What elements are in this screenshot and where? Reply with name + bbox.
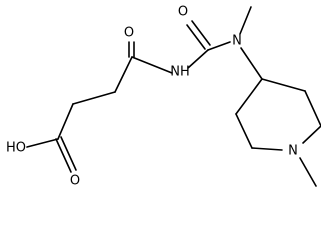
bond-ring-3 bbox=[302, 125, 321, 144]
bond-ring-5 bbox=[235, 113, 253, 149]
atom-n-amide: N bbox=[232, 34, 242, 49]
bond-c3-o3-a bbox=[55, 138, 72, 173]
bond-c3-o3-b bbox=[60, 136, 77, 171]
bond-ring-4 bbox=[251, 147, 283, 151]
bond-cb-c3 bbox=[57, 103, 74, 140]
bond-ca-cb bbox=[72, 91, 116, 105]
bond-c2-o2-b bbox=[191, 20, 211, 46]
atom-o-acid: O bbox=[70, 174, 80, 189]
bond-n-methyl bbox=[239, 6, 252, 35]
bond-layer bbox=[26, 6, 321, 187]
bond-c2-n bbox=[207, 41, 231, 51]
bond-nh-c2 bbox=[187, 49, 209, 69]
bond-c1-ca bbox=[114, 56, 133, 93]
bond-ring-n-methyl bbox=[299, 157, 317, 187]
atom-nh: NH bbox=[170, 65, 190, 80]
atom-ho: HO bbox=[6, 141, 26, 156]
bond-n-c4 bbox=[240, 47, 263, 80]
atom-label-layer: O O NH N N HO O bbox=[6, 5, 298, 189]
bond-ring-2 bbox=[304, 90, 321, 127]
atom-n-piperidine: N bbox=[288, 144, 298, 159]
bond-c2-o2-a bbox=[186, 24, 206, 50]
bond-ring-1 bbox=[261, 78, 306, 92]
molecule-structure: O O NH N N HO O bbox=[6, 5, 321, 189]
atom-o-left: O bbox=[124, 26, 134, 41]
bond-c1-nh bbox=[131, 56, 173, 74]
bond-ring-6 bbox=[235, 78, 263, 115]
atom-o-right: O bbox=[178, 5, 188, 20]
bond-c3-oh bbox=[26, 138, 59, 148]
